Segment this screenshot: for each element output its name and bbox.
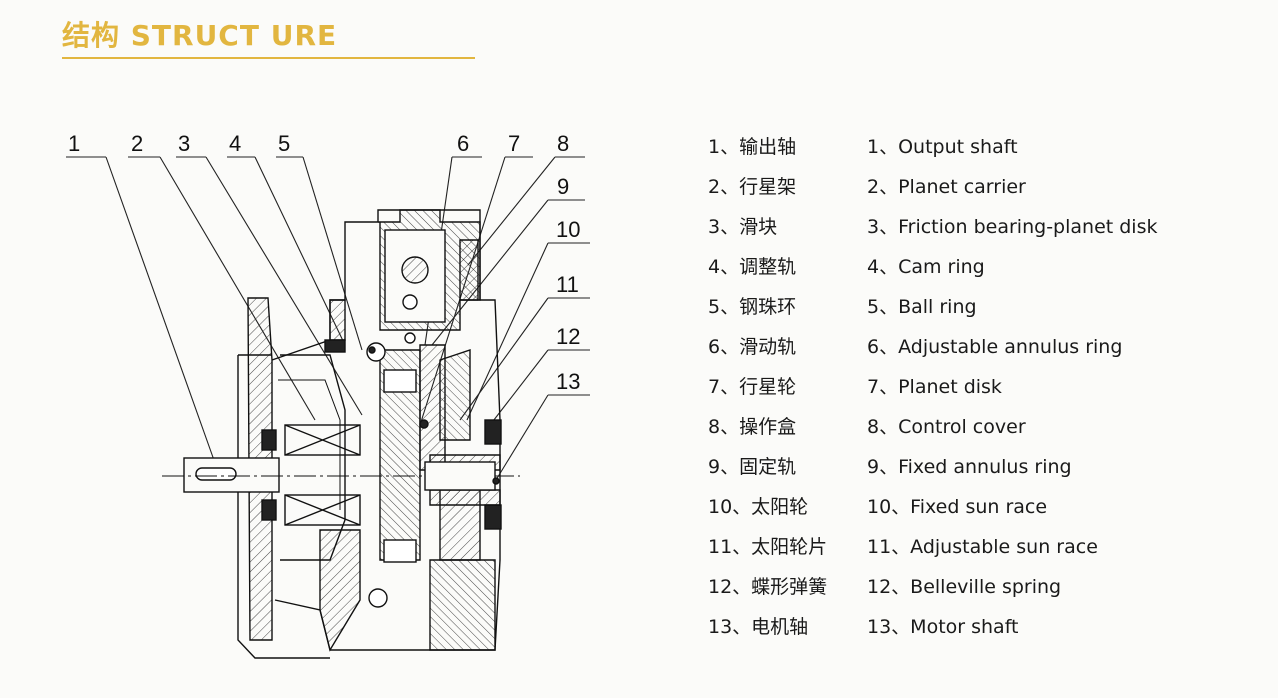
page-title: 结构 STRUCT URE <box>62 19 338 52</box>
legend-zh: 1、输出轴 <box>708 136 797 158</box>
motor-shaft <box>424 461 500 491</box>
legend-zh: 9、固定轨 <box>708 456 797 478</box>
callout-8: 8 <box>557 131 569 156</box>
callout-11: 11 <box>556 272 579 297</box>
callout-2: 2 <box>131 131 143 156</box>
legend-en: 13、Motor shaft <box>867 616 1019 638</box>
callout-4: 4 <box>229 131 241 156</box>
legend-en: 3、Friction bearing-planet disk <box>867 216 1158 238</box>
legend-en: 2、Planet carrier <box>867 176 1026 198</box>
legend-en: 7、Planet disk <box>867 376 1002 398</box>
legend-zh: 6、滑动轨 <box>708 336 797 358</box>
legend-en: 8、Control cover <box>867 416 1026 438</box>
legend-en: 12、Belleville spring <box>867 576 1062 598</box>
structure-diagram: 1 2 3 4 5 6 7 8 9 10 11 12 13 <box>66 131 590 659</box>
callout-9: 9 <box>557 174 569 199</box>
callout-5: 5 <box>278 131 290 156</box>
callout-1: 1 <box>68 131 80 156</box>
legend-en: 6、Adjustable annulus ring <box>867 336 1123 358</box>
legend-en: 5、Ball ring <box>867 296 977 318</box>
legend-en: 10、Fixed sun race <box>867 496 1048 518</box>
legend-zh: 8、操作盒 <box>708 416 797 438</box>
callout-7: 7 <box>508 131 520 156</box>
legend-en: 4、Cam ring <box>867 256 985 278</box>
legend-zh: 4、调整轨 <box>708 256 797 278</box>
legend-zh: 13、电机轴 <box>708 616 809 638</box>
legend-en: 1、Output shaft <box>867 136 1018 158</box>
callout-6: 6 <box>457 131 469 156</box>
legend-zh: 5、钢珠环 <box>708 296 797 318</box>
legend-en: 9、Fixed annulus ring <box>867 456 1072 478</box>
legend-zh: 10、太阳轮 <box>708 496 809 518</box>
legend-zh: 12、蝶形弹簧 <box>708 576 828 598</box>
callout-10: 10 <box>556 217 580 242</box>
legend-zh: 2、行星架 <box>708 176 797 198</box>
housing-cross-section <box>237 209 502 659</box>
legend-zh: 11、太阳轮片 <box>708 536 828 558</box>
callout-3: 3 <box>178 131 190 156</box>
legend-zh: 7、行星轮 <box>708 376 797 398</box>
legend-zh: 3、滑块 <box>708 216 778 238</box>
callout-13: 13 <box>556 369 580 394</box>
legend-en: 11、Adjustable sun race <box>867 536 1098 558</box>
callout-leaders <box>66 156 590 481</box>
callout-12: 12 <box>556 324 580 349</box>
title-underline <box>62 57 475 59</box>
